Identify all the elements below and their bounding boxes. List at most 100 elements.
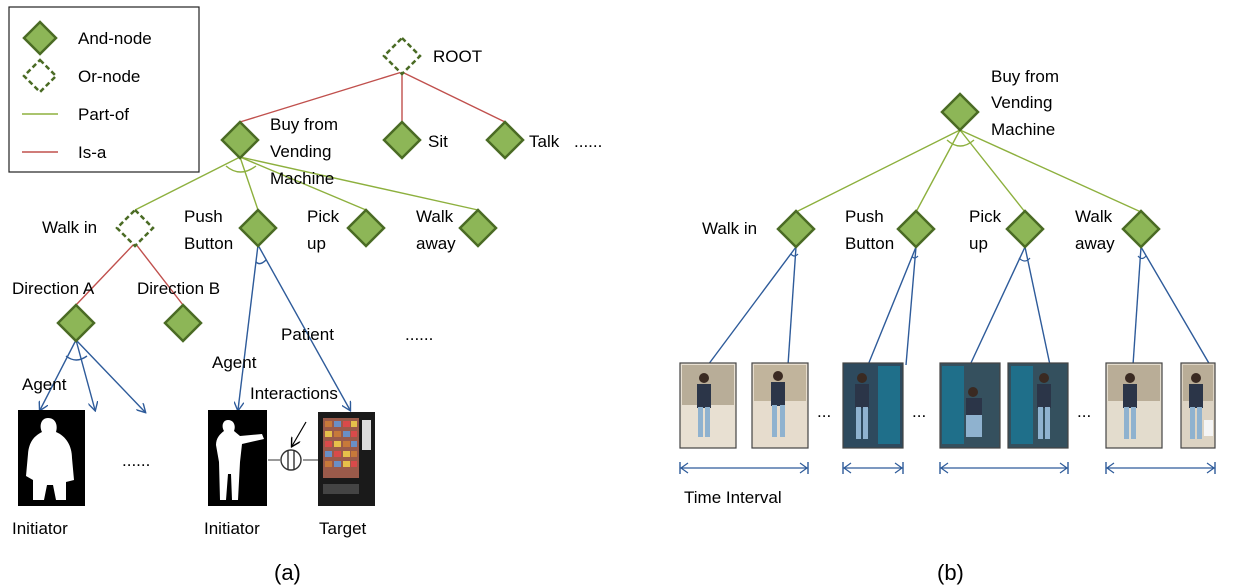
vending-slot	[323, 484, 359, 494]
label-buy-line3: Machine	[270, 169, 334, 188]
legend-part-of-label: Part-of	[78, 105, 129, 124]
label-more-right: ......	[405, 325, 433, 344]
node-sit	[382, 120, 422, 160]
label-buy-line2: Vending	[270, 142, 331, 161]
initiator-1-silhouette	[26, 418, 74, 500]
label-time-interval: Time Interval	[684, 488, 782, 507]
node-b-push	[896, 209, 936, 249]
label-interactions: Interactions	[250, 384, 338, 403]
panel-b-intervals	[679, 462, 1216, 474]
label-b-push-line2: Button	[845, 234, 894, 253]
label-b-ellipsis-2: ...	[912, 402, 926, 421]
node-pick	[346, 208, 386, 248]
legend-and-node-icon	[22, 20, 58, 56]
and-arc-buy	[225, 165, 257, 173]
arrow-interactions	[292, 421, 307, 446]
label-direction-a: Direction A	[12, 279, 95, 298]
edge-b-walkin-f2	[787, 246, 797, 366]
label-initiator-1: Initiator	[12, 519, 68, 538]
interval-2-head-left	[842, 462, 852, 474]
node-push	[238, 208, 278, 248]
edge-b-buy-push	[915, 129, 961, 213]
label-walk-in: Walk in	[42, 218, 97, 237]
edge-buy-pick	[239, 156, 367, 211]
and-arc-b-walkaway	[1137, 255, 1147, 260]
panel-b-nodes	[776, 92, 1161, 249]
node-b-walk-away	[1121, 209, 1161, 249]
vending-panel	[362, 420, 371, 450]
panel-a-nodes	[56, 36, 525, 343]
node-root	[382, 36, 422, 76]
edge-b-buy-walkaway	[959, 129, 1142, 213]
interval-4-head-left	[1105, 462, 1115, 474]
label-push-line2: Button	[184, 234, 233, 253]
label-b-ellipsis-1: ...	[817, 402, 831, 421]
edge-walkin-dirb	[134, 242, 184, 306]
node-b-walk-in	[776, 209, 816, 249]
node-walk-in	[115, 208, 155, 248]
edge-root-buy	[239, 71, 403, 123]
vending-window	[323, 418, 359, 478]
and-arc-push	[255, 259, 267, 265]
and-arc-dira	[65, 355, 88, 361]
label-target: Target	[319, 519, 367, 538]
label-b-pick-line1: Pick	[969, 207, 1002, 226]
frame-4	[939, 362, 1001, 449]
interval-4-head-right	[1206, 462, 1216, 474]
edge-b-walkaway-f2	[1140, 246, 1211, 366]
frame-1	[679, 362, 737, 449]
label-b-walk-away-line1: Walk	[1075, 207, 1113, 226]
edge-buy-push	[239, 156, 259, 211]
label-talk-more: ......	[574, 132, 602, 151]
label-agent-2: Agent	[212, 353, 257, 372]
edge-b-pick-f2	[1024, 246, 1051, 366]
frame-7	[1180, 362, 1216, 449]
arrow-push-patient	[257, 244, 350, 410]
legend-and-node-label: And-node	[78, 29, 152, 48]
arrow-push-agent	[238, 244, 259, 410]
node-b-pick	[1005, 209, 1045, 249]
edge-b-walkaway-f1	[1132, 246, 1142, 366]
and-arc-b-walkin	[790, 253, 799, 257]
legend: And-node Or-node Part-of Is-a	[8, 6, 200, 173]
interval-3-head-right	[1059, 462, 1069, 474]
label-b-buy-line1: Buy from	[991, 67, 1059, 86]
label-b-ellipsis-3: ...	[1077, 402, 1091, 421]
edge-b-buy-pick	[959, 129, 1026, 213]
label-sit: Sit	[428, 132, 448, 151]
label-b-pick-line2: up	[969, 234, 988, 253]
label-pick-line1: Pick	[307, 207, 340, 226]
node-talk	[485, 120, 525, 160]
panel-a-labels: ROOT Buy from Vending Machine Sit Talk .…	[12, 47, 602, 585]
caption-a: (a)	[274, 560, 301, 585]
legend-is-a-label: Is-a	[78, 143, 107, 162]
arrow-dira-initiator	[40, 339, 77, 410]
label-walk-away-line1: Walk	[416, 207, 454, 226]
label-b-walk-in: Walk in	[702, 219, 757, 238]
interval-1-head-left	[679, 462, 689, 474]
interaction-symbol	[280, 449, 302, 471]
edge-b-pick-f1	[969, 246, 1026, 366]
label-b-walk-away-line2: away	[1075, 234, 1115, 253]
edge-buy-walkin	[134, 156, 241, 211]
label-direction-b: Direction B	[137, 279, 220, 298]
node-walk-away	[458, 208, 498, 248]
and-arc-b-pick	[1018, 257, 1031, 262]
legend-or-node-label: Or-node	[78, 67, 140, 86]
label-root: ROOT	[433, 47, 482, 66]
target-vending-machine	[318, 412, 375, 506]
legend-or-node-icon	[22, 58, 58, 94]
and-arc-b-buy	[946, 139, 975, 147]
panel-b-frames	[679, 362, 1216, 449]
frame-5	[1007, 362, 1069, 449]
label-agent-1: Agent	[22, 375, 67, 394]
interval-1-head-right	[799, 462, 809, 474]
panel-a-edges	[40, 71, 506, 471]
interval-2-head-right	[894, 462, 904, 474]
edge-walkin-dira	[75, 242, 136, 306]
edge-root-talk	[401, 71, 506, 123]
label-pick-line2: up	[307, 234, 326, 253]
label-initiator-2: Initiator	[204, 519, 260, 538]
interval-3-head-left	[939, 462, 949, 474]
label-more-mid: ......	[122, 451, 150, 470]
